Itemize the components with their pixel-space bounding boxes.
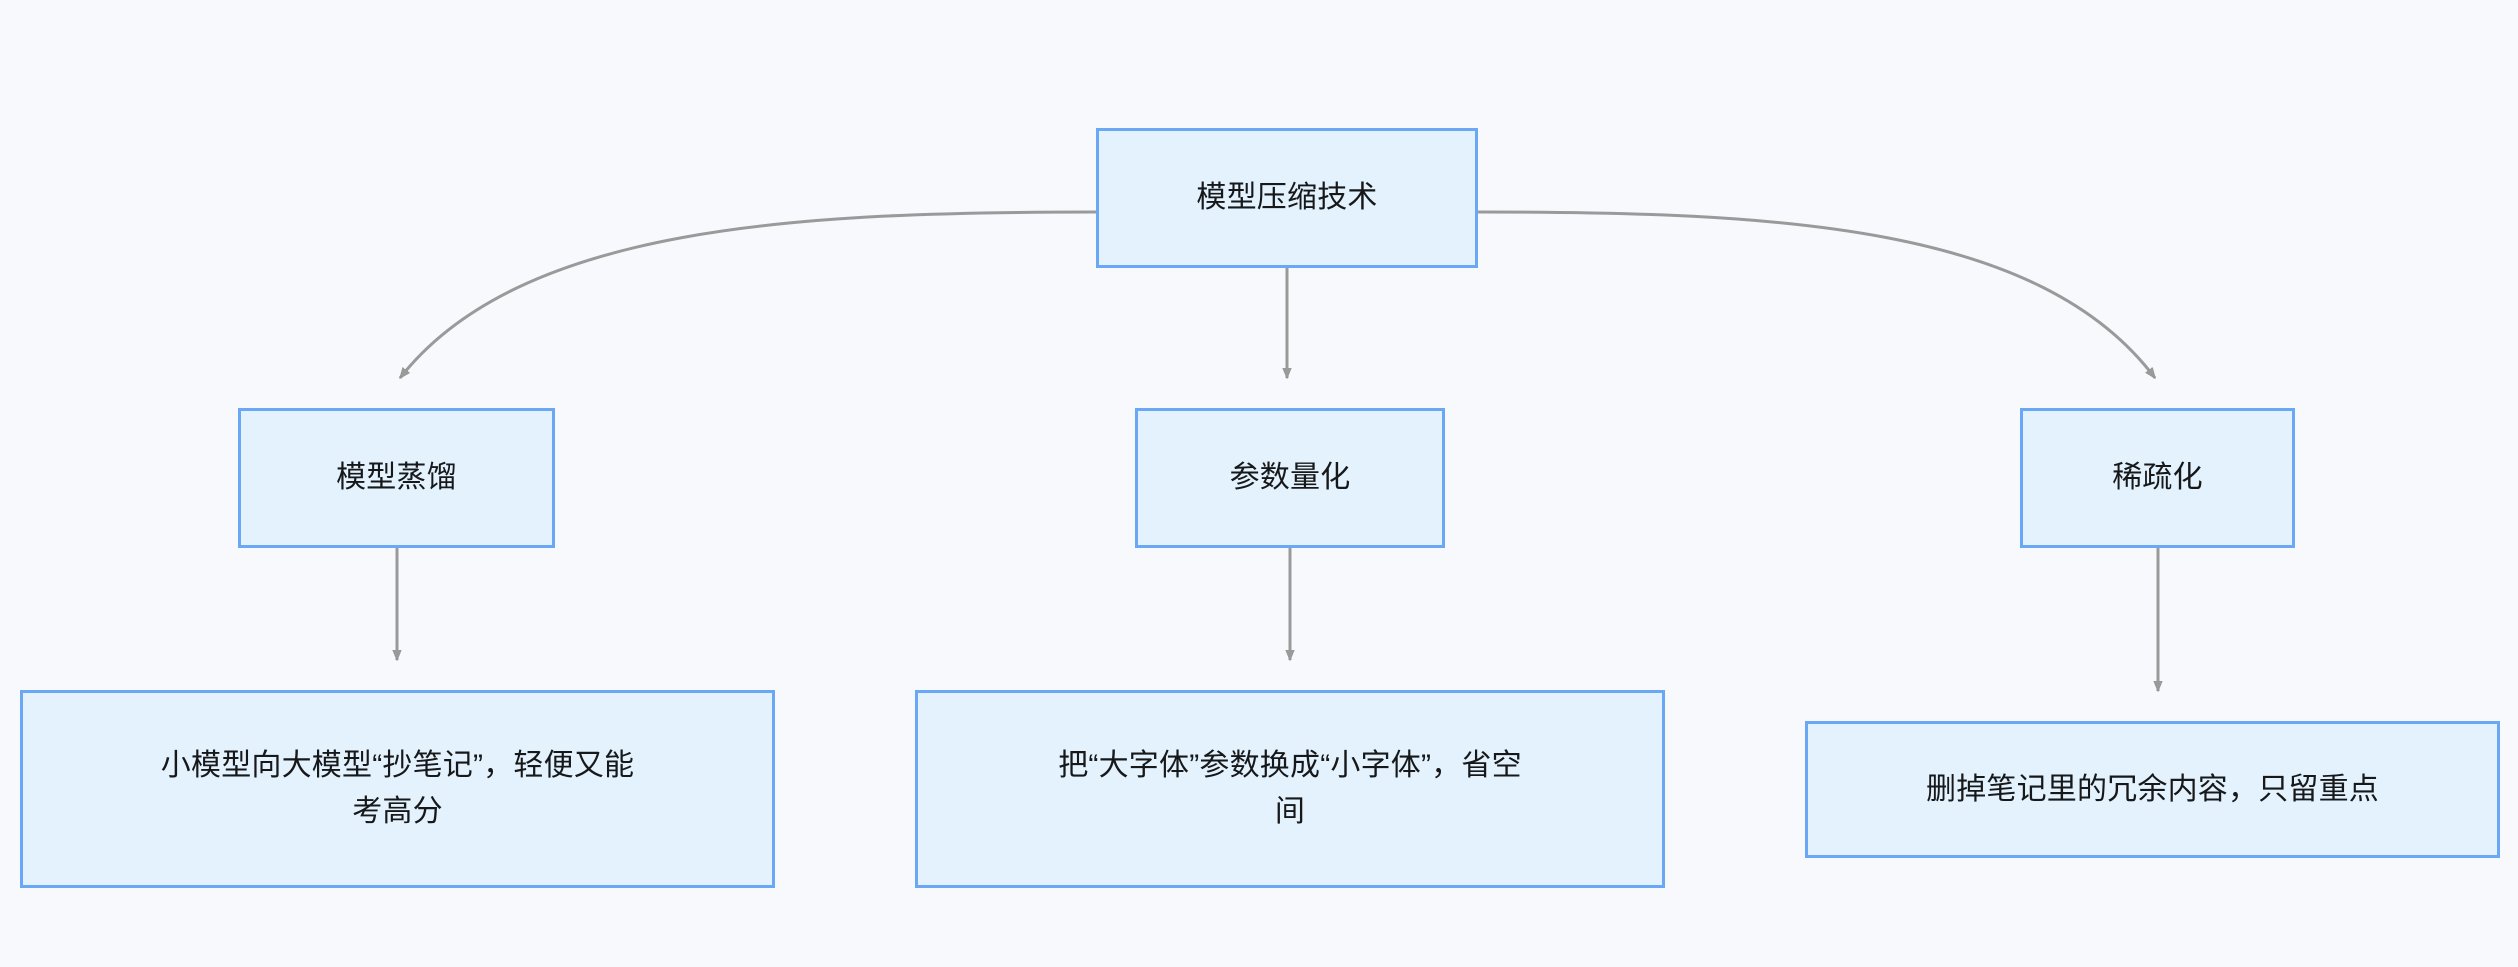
- node-branch-model-distillation[interactable]: 模型蒸馏: [238, 408, 555, 548]
- node-label: 把“大字体”参数换成“小字体”，省空 间: [1058, 749, 1522, 828]
- node-leaf-quantization-detail[interactable]: 把“大字体”参数换成“小字体”，省空 间: [915, 690, 1665, 888]
- node-label: 小模型向大模型“抄笔记”，轻便又能 考高分: [160, 749, 635, 828]
- node-leaf-distillation-detail[interactable]: 小模型向大模型“抄笔记”，轻便又能 考高分: [20, 690, 775, 888]
- node-root-model-compression[interactable]: 模型压缩技术: [1096, 128, 1478, 268]
- edge-root-to-sparsify: [1477, 210, 2157, 378]
- edge-root-to-distill: [398, 210, 1097, 378]
- node-leaf-sparsification-detail[interactable]: 删掉笔记里的冗余内容，只留重点: [1805, 721, 2500, 858]
- node-label: 模型压缩技术: [1196, 181, 1378, 215]
- node-label: 模型蒸馏: [336, 461, 457, 495]
- node-branch-parameter-quantization[interactable]: 参数量化: [1135, 408, 1445, 548]
- node-label: 删掉笔记里的冗余内容，只留重点: [1926, 772, 2379, 806]
- node-branch-sparsification[interactable]: 稀疏化: [2020, 408, 2295, 548]
- node-label: 参数量化: [1229, 461, 1351, 495]
- node-label: 稀疏化: [2112, 461, 2203, 495]
